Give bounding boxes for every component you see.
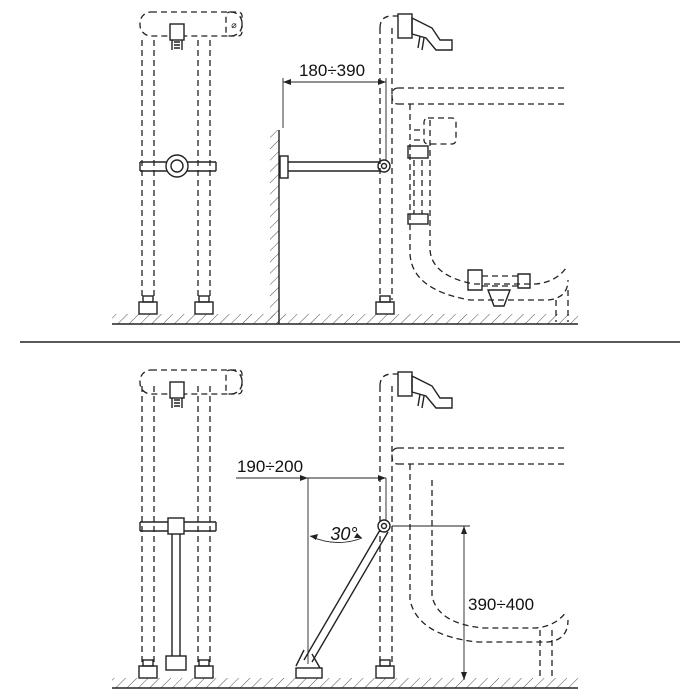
top-side-view: 180÷390 <box>270 13 569 324</box>
spout <box>169 23 185 41</box>
angled-support-rod <box>303 529 389 663</box>
mixer-body <box>139 11 243 37</box>
bottom-side-view: 190÷200 30° 390÷400 <box>236 371 569 680</box>
svg-text:⌀: ⌀ <box>231 20 237 30</box>
waste-overflow <box>407 117 531 307</box>
bottom-front-view <box>138 369 243 679</box>
wall <box>270 130 279 324</box>
top-floor <box>20 314 680 343</box>
foot-left <box>138 301 158 315</box>
dimension-wall-distance-top: 180÷390 <box>299 61 365 80</box>
angle-label: 30° <box>330 524 357 544</box>
wall-clamp-front <box>165 154 189 178</box>
support-rod-front <box>171 534 181 656</box>
top-front-view: ⌀ <box>138 11 243 315</box>
dimension-wall-distance-bottom: 190÷200 <box>237 457 303 476</box>
foot-right <box>194 301 214 315</box>
bottom-floor <box>112 678 578 689</box>
dimension-support-height: 390÷400 <box>468 595 534 614</box>
wall-bracket <box>288 161 380 172</box>
bathtub-bottom <box>391 447 569 680</box>
bathtub-top <box>391 87 569 322</box>
